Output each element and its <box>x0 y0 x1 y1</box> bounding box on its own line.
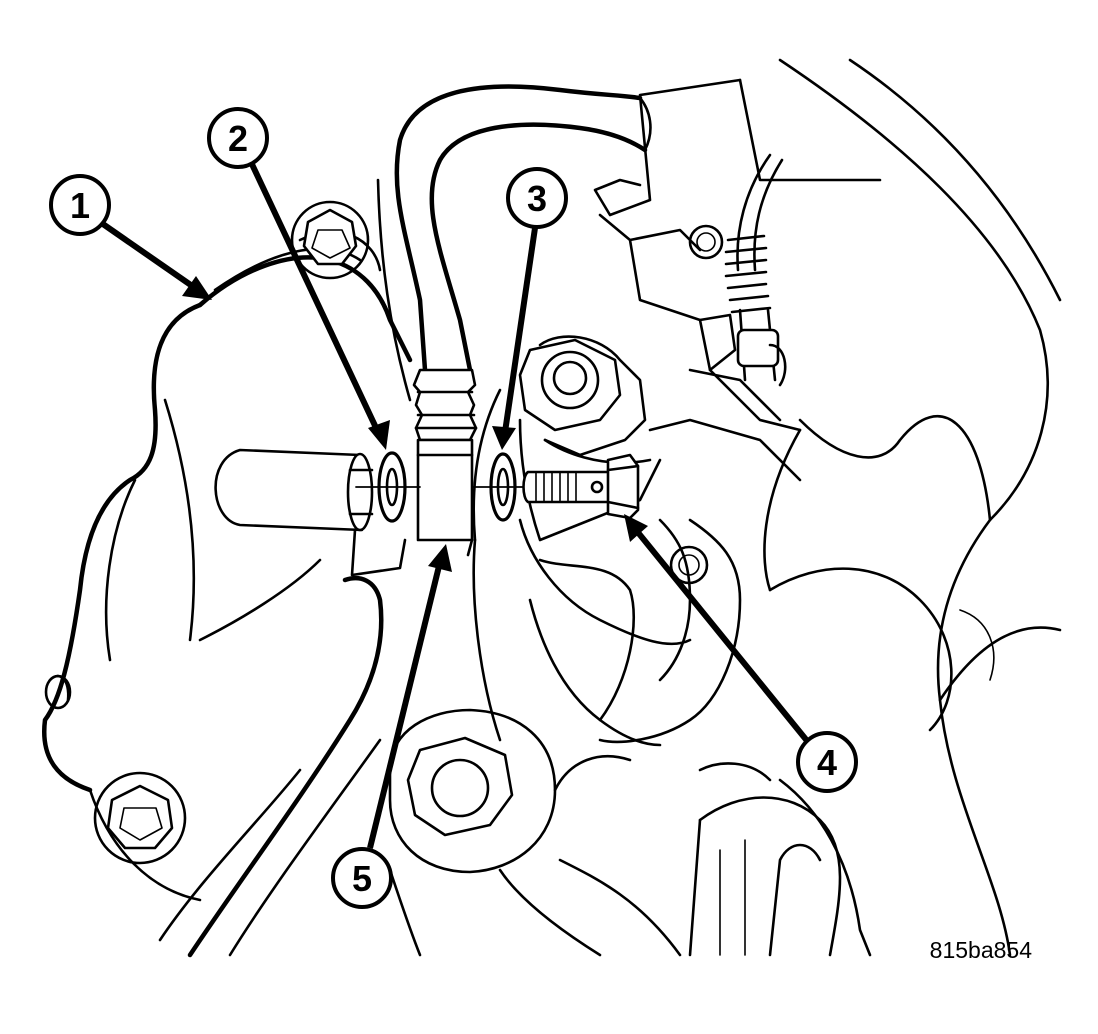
knuckle-background-linework <box>388 58 1062 957</box>
svg-text:5: 5 <box>352 858 372 899</box>
svg-text:2: 2 <box>228 118 248 159</box>
callout-2: 2 <box>207 107 269 169</box>
brake-hose <box>376 84 652 402</box>
svg-text:3: 3 <box>527 178 547 219</box>
callout-1: 1 <box>49 174 111 236</box>
svg-text:4: 4 <box>817 742 837 783</box>
leader-arrows <box>98 158 811 849</box>
banjo-fitting <box>412 368 478 557</box>
callout-3: 3 <box>506 167 568 229</box>
svg-text:1: 1 <box>70 185 90 226</box>
brake-caliper <box>41 200 413 958</box>
callout-5: 5 <box>331 847 393 909</box>
figure-id: 815ba854 <box>930 937 1033 963</box>
banjo-bolt <box>522 453 640 520</box>
callout-4: 4 <box>796 731 858 793</box>
